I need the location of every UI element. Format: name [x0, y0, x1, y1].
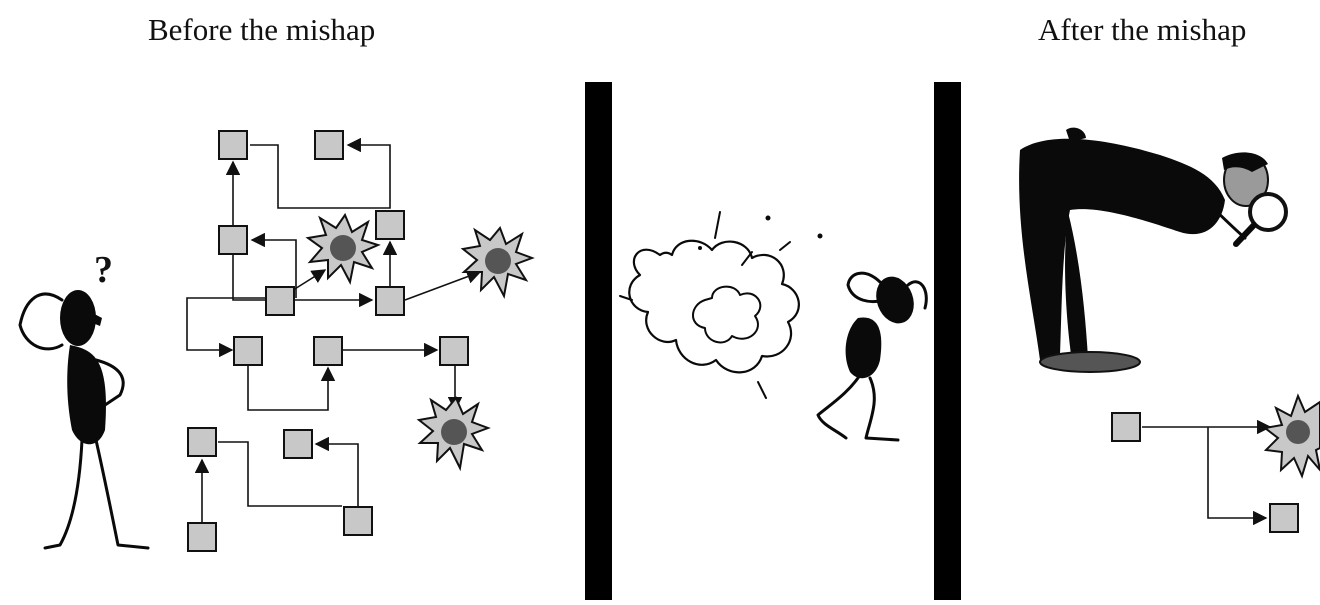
square-node-icon	[375, 286, 405, 316]
inspector-with-magnifier-icon	[1019, 127, 1288, 373]
square-node-icon	[343, 506, 373, 536]
square-node-icon	[1269, 503, 1299, 533]
square-node-icon	[218, 130, 248, 160]
square-node-icon	[187, 522, 217, 552]
square-node-icon	[439, 336, 469, 366]
square-node-icon	[313, 336, 343, 366]
square-node-icon	[283, 429, 313, 459]
after-caption: After the mishap	[1038, 12, 1247, 47]
after-network-nodes	[1111, 393, 1320, 533]
left-divider-bar	[585, 82, 612, 600]
square-node-icon	[218, 225, 248, 255]
explosion-burst-icon	[619, 211, 823, 399]
faulty-nodes	[305, 212, 535, 472]
square-node-icon	[314, 130, 344, 160]
square-node-icon	[187, 427, 217, 457]
square-node-icon	[265, 286, 295, 316]
before-caption: Before the mishap	[148, 12, 376, 47]
right-divider-bar	[934, 82, 961, 600]
before-network-edges	[186, 137, 482, 522]
after-network-edges	[1142, 419, 1272, 526]
square-node-icon	[233, 336, 263, 366]
before-network-nodes	[187, 130, 469, 552]
square-node-icon	[1111, 412, 1141, 442]
square-node-icon	[375, 210, 405, 240]
hiding-person-icon	[816, 271, 928, 442]
question-mark: ?	[94, 249, 113, 291]
confused-person-icon: ?	[18, 249, 150, 550]
